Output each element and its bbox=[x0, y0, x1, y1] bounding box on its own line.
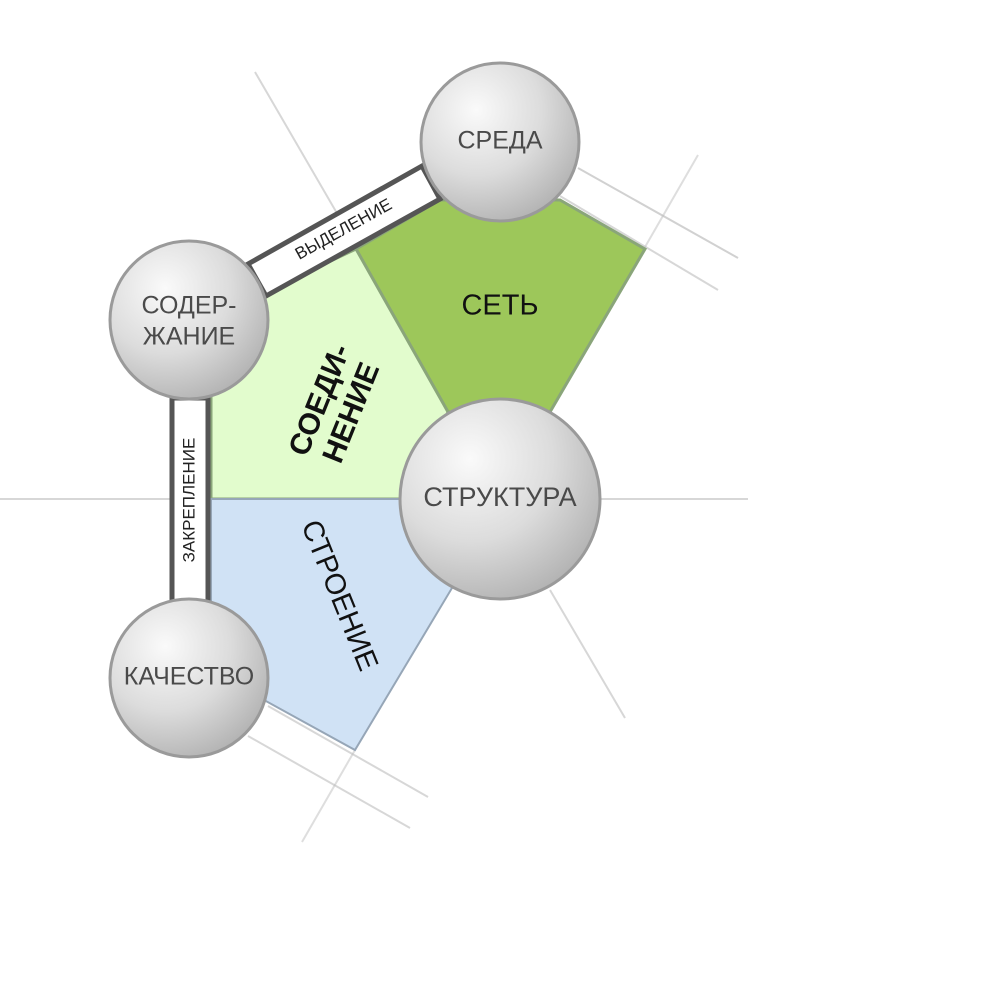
node-label-soderzhanie-line2: ЖАНИЕ bbox=[143, 323, 235, 351]
node-label-soderzhanie-line1: СОДЕР- bbox=[141, 292, 236, 320]
node-label-sreda: СРЕДА bbox=[457, 127, 542, 155]
guide-line bbox=[577, 167, 739, 259]
node-label-struktura: СТРУКТУРА bbox=[423, 482, 576, 512]
guide-line bbox=[644, 154, 699, 248]
node-soderzhanie-sphere bbox=[108, 239, 270, 401]
guide-line bbox=[549, 589, 626, 719]
guide-line bbox=[267, 705, 429, 798]
links bbox=[169, 162, 444, 606]
node-kachestvo-sphere bbox=[108, 597, 270, 759]
link-label-zakreplenie: ЗАКРЕПЛЕНИЕ bbox=[179, 438, 198, 563]
guide-line bbox=[301, 749, 356, 843]
guide-line bbox=[254, 71, 339, 216]
node-sreda: СРЕДА bbox=[419, 61, 581, 223]
node-struktura: СТРУКТУРА bbox=[398, 397, 602, 601]
guide-lines bbox=[0, 71, 748, 843]
guide-line bbox=[247, 735, 411, 829]
node-kachestvo: КАЧЕСТВО bbox=[108, 597, 270, 759]
region-label-set: СЕТЬ bbox=[461, 290, 538, 322]
node-soderzhanie: СОДЕР- ЖАНИЕ bbox=[108, 239, 270, 401]
nodes: СРЕДА СОДЕР- ЖАНИЕ СТРУКТУРА КАЧЕСТВО bbox=[108, 61, 602, 759]
node-label-kachestvo: КАЧЕСТВО bbox=[124, 663, 254, 691]
guide-line bbox=[559, 195, 719, 291]
node-struktura-sphere bbox=[398, 397, 602, 601]
node-sreda-sphere bbox=[419, 61, 581, 223]
